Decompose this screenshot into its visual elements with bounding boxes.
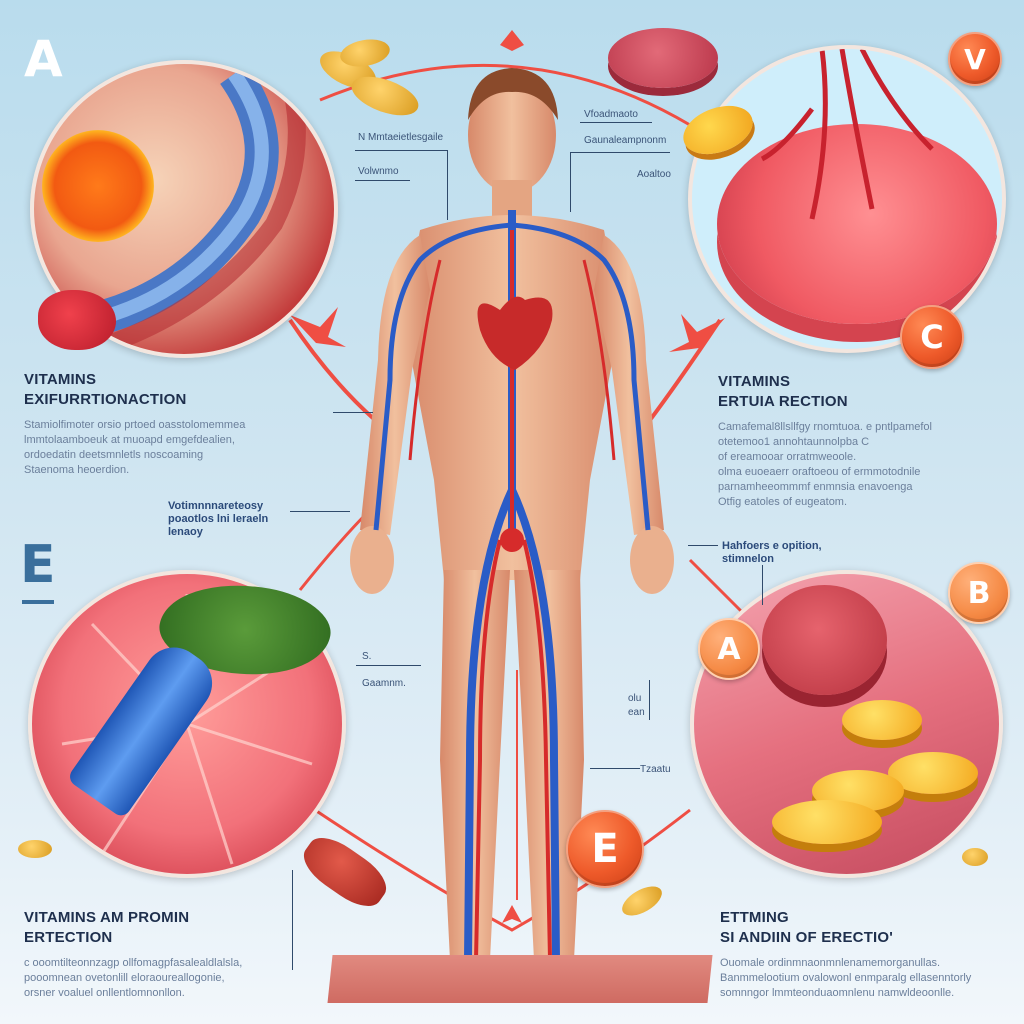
callout-top-right-3: Aoaltoo [637,169,671,180]
callout-legs-right-2: ean [628,707,645,718]
section-heading-top-left: VITAMINS EXIFURRTIONACTION [24,371,187,408]
callout-line [570,152,571,212]
section-heading-bottom-left: VITAMINS AM PROMIN ERTECTION [24,909,190,946]
callout-line [292,870,293,970]
vitamin-tablet-icon [842,700,922,740]
section-body-bottom-right: Ouomale ordinmnaonmnlenamemorganullas. B… [720,957,972,999]
vitamin-tablet-icon [772,800,882,844]
section-heading-bottom-right: ETTMING SI ANDIIN OF ERECTIO' [720,909,894,946]
callout-mid-right: Hahfoers e opition, stimnelon [722,540,822,565]
callout-line [688,545,718,546]
artery-circle-panel [30,60,338,358]
callout-top-right-2: Gaunaleampnonm [584,135,667,146]
callout-line [447,150,448,220]
sun-icon [42,130,154,242]
vitamin-a-badge: A [698,618,760,680]
callout-line [649,680,650,720]
vitamin-e-letter: E [20,535,56,595]
callout-line [580,122,652,123]
section-body-top-right: Camafemal8llsllfgy rnomtuoa. e pntlpamef… [718,421,932,508]
vitamin-b-badge: B [948,562,1010,624]
floor-mat [327,955,713,1003]
vitamin-e-badge: E [566,810,644,888]
vitamin-v-badge: V [948,32,1002,86]
section-body-bottom-left: c ooomtilteonnzagp ollfomagpfasalealdlal… [24,957,243,999]
muscle-slice-icon [762,585,887,695]
callout-line [333,412,373,413]
section-body-top-left: Stamiolfimoter orsio prtoed oasstolomemm… [24,419,246,476]
callout-line [290,511,350,512]
callout-line [762,565,763,605]
raspberry-icon [38,290,116,350]
callout-line [356,665,421,666]
callout-legs-left-2: Gaamnm. [362,678,406,689]
vitamin-capsule-icon [18,840,52,858]
vitamin-c-badge: C [900,305,964,369]
callout-top-left-1: N Mmtaeietlesgaile [358,132,444,143]
callout-line [570,152,670,153]
callout-legs-right-1: olu [628,693,642,704]
blood-vessels [760,49,934,220]
callout-top-left-2: Volwnmo [358,166,399,177]
callout-line [355,180,410,181]
vitamin-capsule-icon [962,848,988,866]
vitamin-e-underline [22,600,54,604]
callout-legs-right-3: Tzaatu [640,764,671,775]
human-figure [350,68,674,991]
callout-line [590,768,640,769]
tissue-circle-panel [688,45,1006,353]
callout-mid-left: Votimnnnareteosy poaotlos lni leraeln le… [168,500,269,538]
callout-legs-left-1: S. [362,651,372,662]
vitamin-a-letter: A [24,30,63,88]
callout-line [355,150,448,151]
meat-disk-icon [608,28,718,88]
callout-top-right-1: Vfoadmaoto [584,109,638,120]
section-heading-top-right: VITAMINS ERTUIA RECTION [718,373,848,410]
